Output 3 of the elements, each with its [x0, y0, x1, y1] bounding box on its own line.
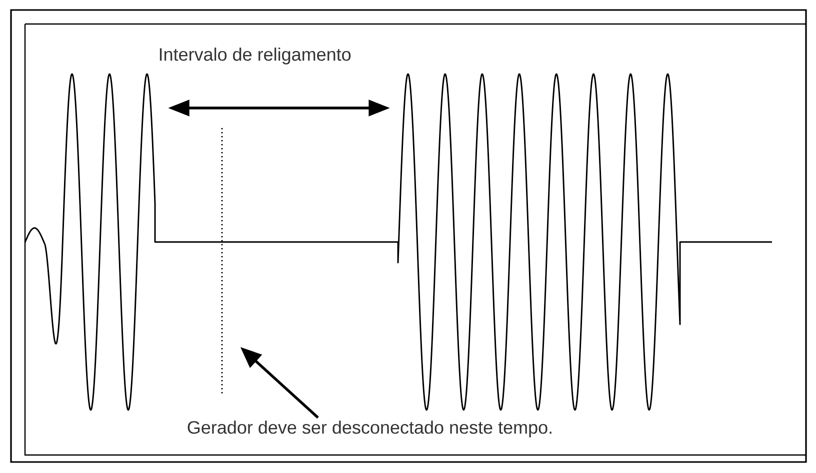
dotted-line: [221, 128, 223, 395]
interval-label: Intervalo de religamento: [160, 48, 351, 64]
note-text: Gerador deve ser desconectado neste tempo.: [188, 420, 552, 438]
